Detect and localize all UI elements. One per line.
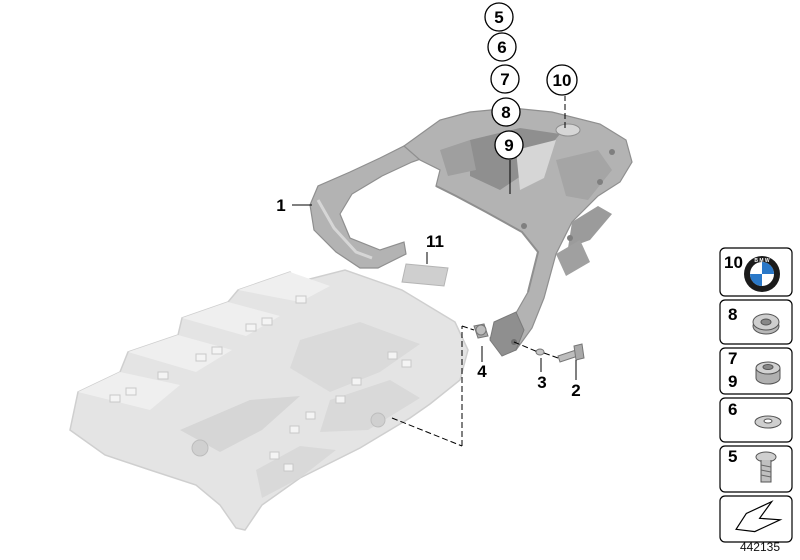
parts-legend: 10 B M W 8 7 9: [719, 247, 793, 543]
callout-7: 7: [490, 64, 520, 94]
svg-text:5: 5: [728, 447, 737, 466]
svg-text:9: 9: [728, 372, 737, 391]
label-4: 4: [477, 362, 487, 381]
svg-text:5: 5: [494, 8, 503, 27]
svg-text:9: 9: [504, 136, 513, 155]
legend-row-7-9: 7 9: [719, 347, 793, 395]
svg-text:8: 8: [501, 103, 510, 122]
svg-text:6: 6: [728, 400, 737, 419]
rear-cover-part: [69, 269, 469, 531]
bmw-emblem-icon: B M W: [744, 256, 780, 292]
callout-5: 5: [484, 2, 514, 32]
legend-row-8: 8: [719, 299, 793, 345]
legend-row-arrow: [719, 495, 793, 543]
svg-text:10: 10: [724, 253, 743, 272]
leader-lines: [292, 160, 577, 380]
screw-part-2: [557, 343, 585, 363]
legend-row-6: 6: [719, 397, 793, 443]
label-1: 1: [276, 196, 285, 215]
nut-part-4: [473, 323, 489, 339]
callout-9: 9: [494, 130, 524, 160]
svg-text:10: 10: [553, 71, 572, 90]
screw-icon: [755, 451, 777, 483]
svg-text:7: 7: [728, 349, 737, 368]
diagram-reference-number: 442135: [739, 540, 780, 554]
direction-arrow-icon: [735, 500, 783, 533]
svg-text:B M W: B M W: [754, 258, 770, 264]
legend-row-10: 10 B M W: [719, 247, 793, 297]
lock-nut-icon: [752, 313, 780, 335]
washer-part-3: [535, 348, 545, 356]
svg-text:6: 6: [497, 38, 506, 57]
callout-6: 6: [487, 32, 517, 62]
label-11: 11: [426, 232, 444, 251]
callout-10: 10: [546, 64, 578, 96]
callout-8: 8: [491, 97, 521, 127]
bush-icon: [755, 361, 781, 385]
luggage-rack-part: [309, 107, 633, 357]
svg-text:7: 7: [500, 70, 509, 89]
sticker-part: [401, 263, 449, 287]
legend-row-5: 5: [719, 445, 793, 493]
label-3: 3: [537, 373, 546, 392]
washer-icon: [754, 415, 782, 429]
label-2: 2: [571, 381, 580, 400]
svg-text:8: 8: [728, 305, 737, 324]
assembly-lines: [391, 96, 566, 447]
